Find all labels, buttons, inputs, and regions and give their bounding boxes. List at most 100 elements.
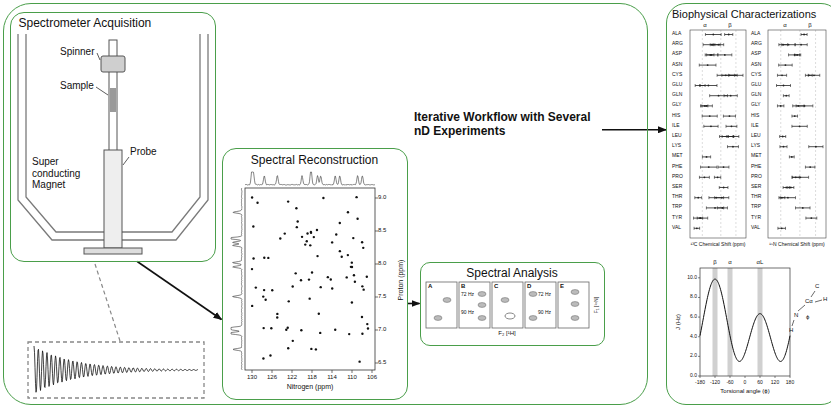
peak-dot [288,300,290,302]
panel-letter: D [527,283,531,290]
shift-mean [733,136,735,138]
peak-dot [309,244,311,246]
tick-mark [252,370,253,373]
range-end [792,104,793,107]
shift-mean [707,85,709,87]
tick-mark [698,317,700,318]
shift-range [792,177,809,178]
shift-range [777,85,791,86]
shift-range [789,54,801,55]
range-end [738,145,739,148]
range-end [819,74,820,77]
axis-tick: 8.5 [378,227,386,234]
range-end [724,94,725,97]
range-end [724,33,725,36]
shift-range [703,44,720,45]
peak-dot [318,313,320,315]
tick-mark [715,376,716,378]
range-end [777,227,778,230]
axis-title: F₂ [¹H] [498,330,515,337]
tick-mark [745,376,746,378]
residue-name: ALA [751,31,760,37]
tick-mark [272,370,273,373]
shift-mean [730,95,732,97]
peak-dot [300,329,302,331]
range-end [779,145,780,148]
shift-range [719,187,728,188]
axis-title: Torsional angle (ϕ) [720,388,769,395]
peak-dot [263,289,265,291]
panel-title: Spectrometer Acquisition [19,16,152,30]
panel-letter: B [461,283,465,290]
range-end [778,43,779,46]
flow-arrow [408,303,420,305]
peak-oval [443,298,451,303]
shift-range [783,95,789,96]
shift-mean [731,125,733,127]
tick-mark [375,297,378,298]
peak-dot [263,256,265,258]
range-end [706,53,707,56]
residue-name: TYR [672,215,682,221]
range-end [800,53,801,56]
peak-dot [310,232,312,234]
residue-name: SER [751,184,761,190]
spinner [101,56,125,72]
coupling-label: 72 Hz [538,292,551,298]
range-end [795,206,796,209]
range-end [805,217,806,220]
range-end [709,94,710,97]
range-end [804,104,805,107]
residue-name: ARG [751,41,762,47]
shift-range [796,105,813,106]
atom-label: H [789,327,793,334]
region-label: αL [757,259,764,266]
peak-dot [320,286,322,288]
shift-mean [810,217,812,219]
shift-range [729,75,743,76]
tick-mark [698,356,700,357]
axis-tick: 114 [327,374,337,381]
pattern-panel [492,282,523,328]
range-end [717,53,718,56]
range-end [728,74,729,77]
range-end [695,84,696,87]
axis-tick: 4.0 [690,334,697,340]
range-end [700,166,701,169]
axis-tick: 6.5 [378,359,386,366]
peak-dot [362,288,364,290]
tick-mark [698,277,700,278]
shift-range [806,218,817,219]
column-header: β [728,22,731,29]
leader-line [97,53,100,60]
peak-dot [262,327,264,329]
peak-dot [316,255,318,257]
panel-letter: E [560,283,564,290]
shift-mean [725,74,727,76]
shift-range [779,65,793,66]
peak-oval [478,303,486,308]
shift-range [705,54,718,55]
peak-dot [354,281,356,283]
axis-tick: 8.0 [690,294,697,300]
peak-oval [478,292,486,297]
residue-name: ARG [672,41,683,47]
peak-dot [348,333,350,335]
residue-name: CYS [672,72,682,78]
shift-mean [782,136,784,138]
range-end [791,115,792,118]
peak-dot [308,278,310,280]
shift-mean [729,115,731,117]
shift-range [789,156,794,157]
range-end [694,196,695,199]
column-header: β [808,22,811,29]
axis-tick: 60 [757,380,763,386]
range-end [799,176,800,179]
peak-dot [251,196,253,198]
shift-range [724,95,737,96]
peak-dot [345,276,347,278]
range-end [705,53,706,56]
peak-dot [308,297,310,299]
range-end [776,84,777,87]
range-end [720,43,721,46]
